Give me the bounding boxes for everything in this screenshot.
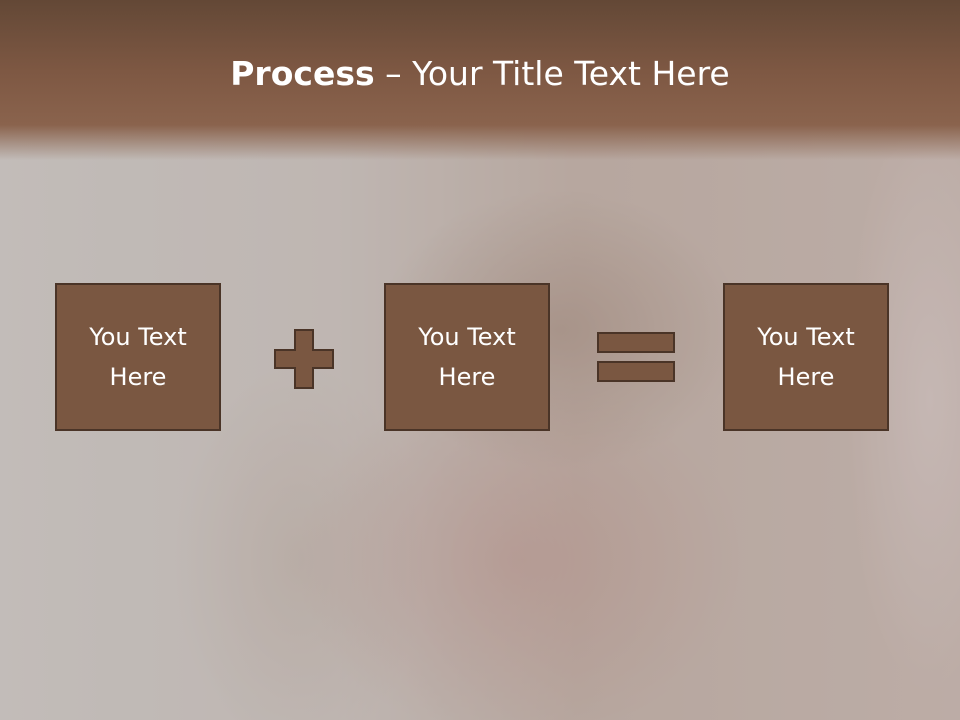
plus-icon xyxy=(274,329,334,389)
process-box-1[interactable]: You Text Here xyxy=(55,283,221,431)
process-box-3-text: You Text Here xyxy=(757,323,855,391)
title-bold-part: Process xyxy=(230,54,375,93)
process-box-2[interactable]: You Text Here xyxy=(384,283,550,431)
slide-title[interactable]: Process – Your Title Text Here xyxy=(0,52,960,96)
title-rest-part: – Your Title Text Here xyxy=(374,54,730,93)
process-box-3[interactable]: You Text Here xyxy=(723,283,889,431)
process-box-2-text: You Text Here xyxy=(418,323,516,391)
equals-icon xyxy=(597,332,675,382)
title-bar xyxy=(0,0,960,160)
process-box-1-text: You Text Here xyxy=(89,323,187,391)
